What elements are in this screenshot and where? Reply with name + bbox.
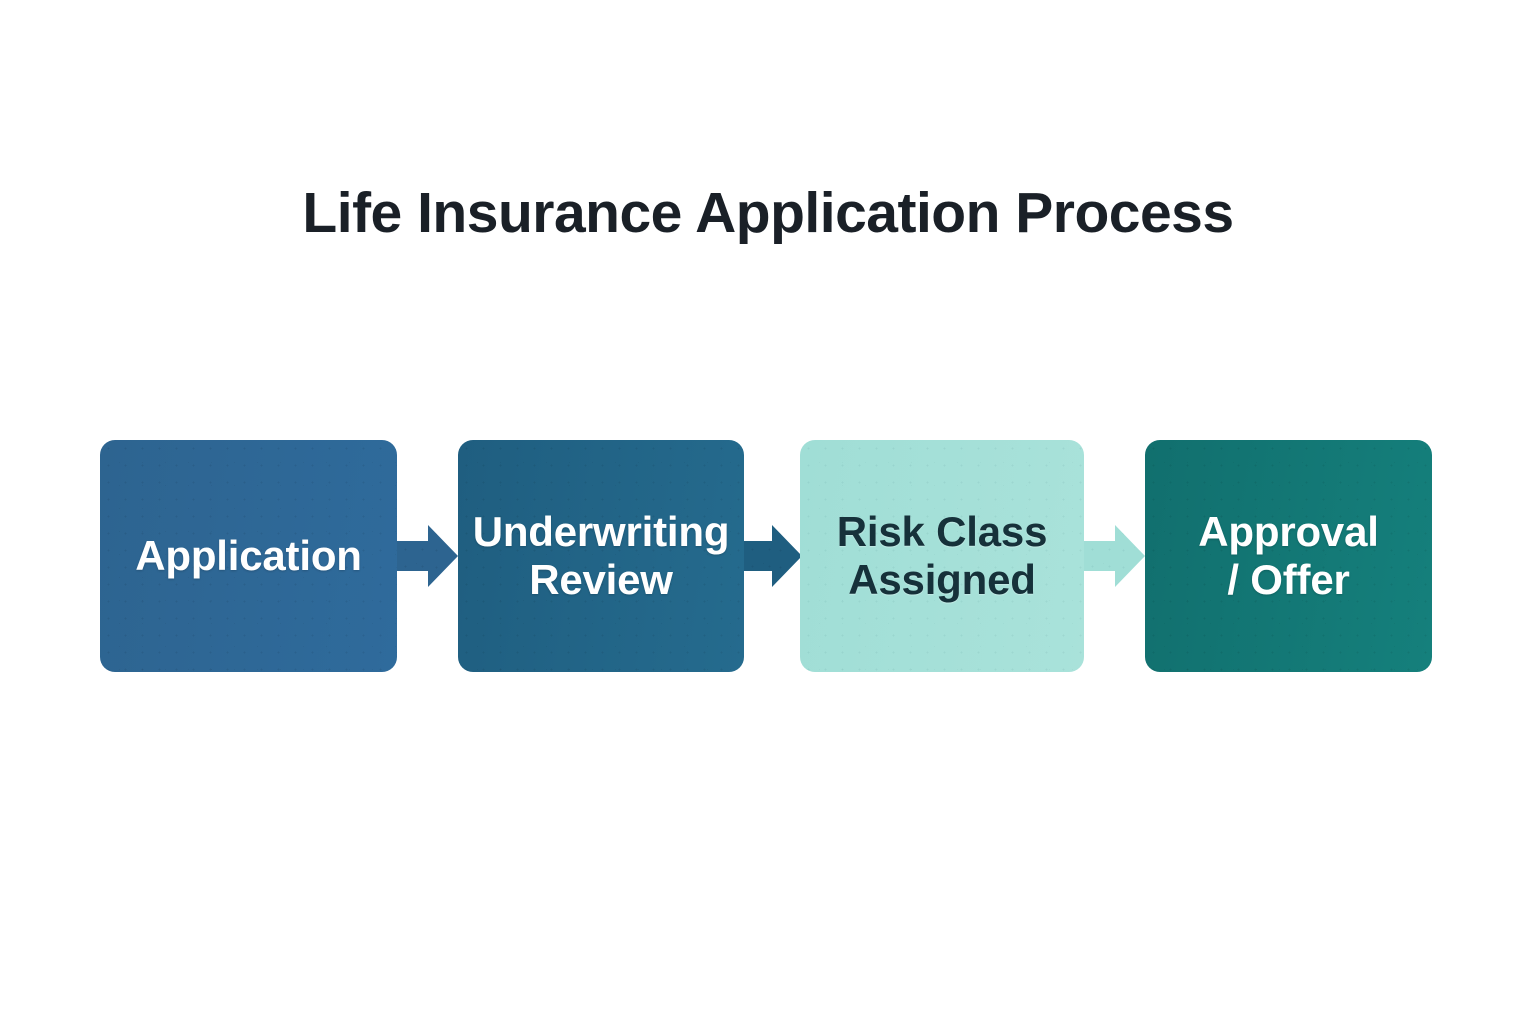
arrow-head-icon (1115, 525, 1145, 587)
step-label-application: Application (125, 532, 371, 580)
arrow-head-icon (428, 525, 458, 587)
step-label-line1: Application (135, 532, 362, 580)
step-label-line2: Assigned (848, 556, 1036, 603)
step-label-line1: Underwriting (472, 508, 730, 556)
step-label-approval-offer: Approval / Offer (1188, 508, 1388, 604)
step-label-line1: Approval (1198, 508, 1379, 556)
process-flow: Application Underwriting Review Risk Cla… (0, 440, 1536, 672)
arrow-shaft (1084, 541, 1119, 571)
step-label-risk-class-assigned: Risk Class Assigned (827, 508, 1057, 604)
step-label-line2: / Offer (1227, 556, 1350, 603)
step-label-line1: Risk Class (836, 508, 1048, 556)
step-label-underwriting-review: Underwriting Review (463, 508, 740, 604)
page-title: Life Insurance Application Process (302, 181, 1234, 245)
arrow-underwriting-to-risk-class (744, 525, 802, 587)
process-step-underwriting-review[interactable]: Underwriting Review (458, 440, 744, 672)
arrow-shaft (397, 541, 432, 571)
step-label-line2: Review (529, 556, 673, 603)
arrow-shaft (744, 541, 776, 571)
process-step-risk-class-assigned[interactable]: Risk Class Assigned (800, 440, 1084, 672)
arrow-risk-class-to-approval (1084, 525, 1145, 587)
process-step-application[interactable]: Application (100, 440, 397, 672)
process-step-approval-offer[interactable]: Approval / Offer (1145, 440, 1432, 672)
arrow-application-to-underwriting (397, 525, 458, 587)
arrow-head-icon (772, 525, 802, 587)
